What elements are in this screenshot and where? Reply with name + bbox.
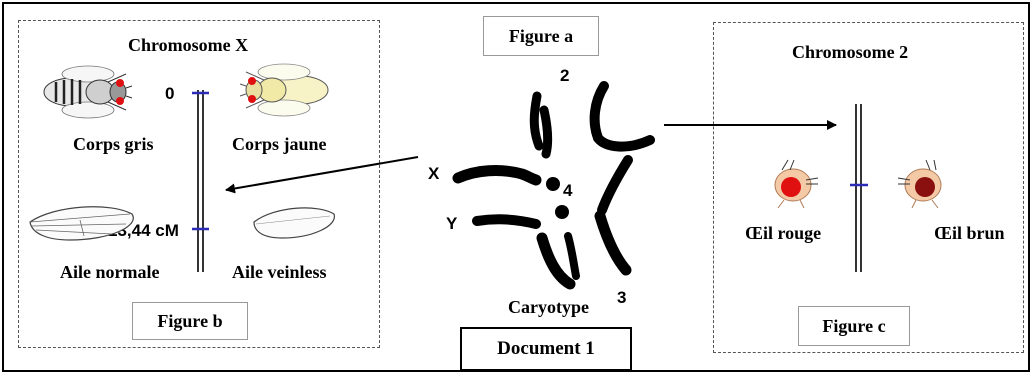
- phenotype-eye-red: Œil rouge: [745, 223, 822, 243]
- chromosome-y-label: Y: [446, 214, 458, 233]
- chromosome-2-bar: [855, 104, 862, 272]
- document-label-box: Document 1: [460, 327, 632, 371]
- fly-head-brown-eye-icon: [897, 159, 942, 209]
- phenotype-body-grey: Corps gris: [73, 134, 154, 154]
- wing-veinless-icon: [253, 207, 335, 239]
- figure-a-caption: Figure a: [508, 25, 574, 46]
- phenotype-wing-normal: Aile normale: [60, 262, 160, 282]
- figure-b-panel: [18, 20, 380, 348]
- chromosome-4-dot-2: [555, 205, 569, 219]
- phenotype-eye-brown: Œil brun: [934, 223, 1005, 243]
- phenotype-body-yellow: Corps jaune: [232, 134, 327, 154]
- fly-yellow-body-icon: [239, 63, 329, 117]
- karyotype-icon: [452, 81, 655, 290]
- chromosome-4-dot: [546, 177, 560, 191]
- fly-head-red-eye-icon: [774, 159, 819, 209]
- chromosome-4-label: 4: [563, 181, 573, 200]
- document-label: Document 1: [497, 338, 595, 359]
- figure-b-caption: Figure b: [157, 310, 223, 331]
- figure-c-caption-box: Figure c: [798, 306, 910, 346]
- wing-normal-icon: [29, 206, 134, 241]
- chromosome-2-label: 2: [560, 66, 570, 85]
- phenotype-wing-veinless: Aile veinless: [232, 262, 327, 282]
- chromosome-x-label: X: [428, 164, 440, 183]
- chromosome-x-bar: [197, 90, 204, 272]
- arrow-to-figure-b: [225, 156, 419, 194]
- karyotype-caption: Caryotype: [508, 297, 589, 317]
- fly-grey-body-icon: [43, 65, 133, 119]
- figure-b-caption-box: Figure b: [132, 302, 248, 340]
- locus-top-label: 0: [165, 84, 175, 103]
- chromosome-3-label: 3: [617, 288, 627, 307]
- figure-c-panel: [713, 22, 1024, 353]
- figure-c-caption: Figure c: [822, 315, 886, 336]
- chromosome-x-title: Chromosome X: [128, 35, 249, 55]
- figure-a-caption-box: Figure a: [483, 16, 599, 56]
- chromosome-2-title: Chromosome 2: [792, 42, 909, 62]
